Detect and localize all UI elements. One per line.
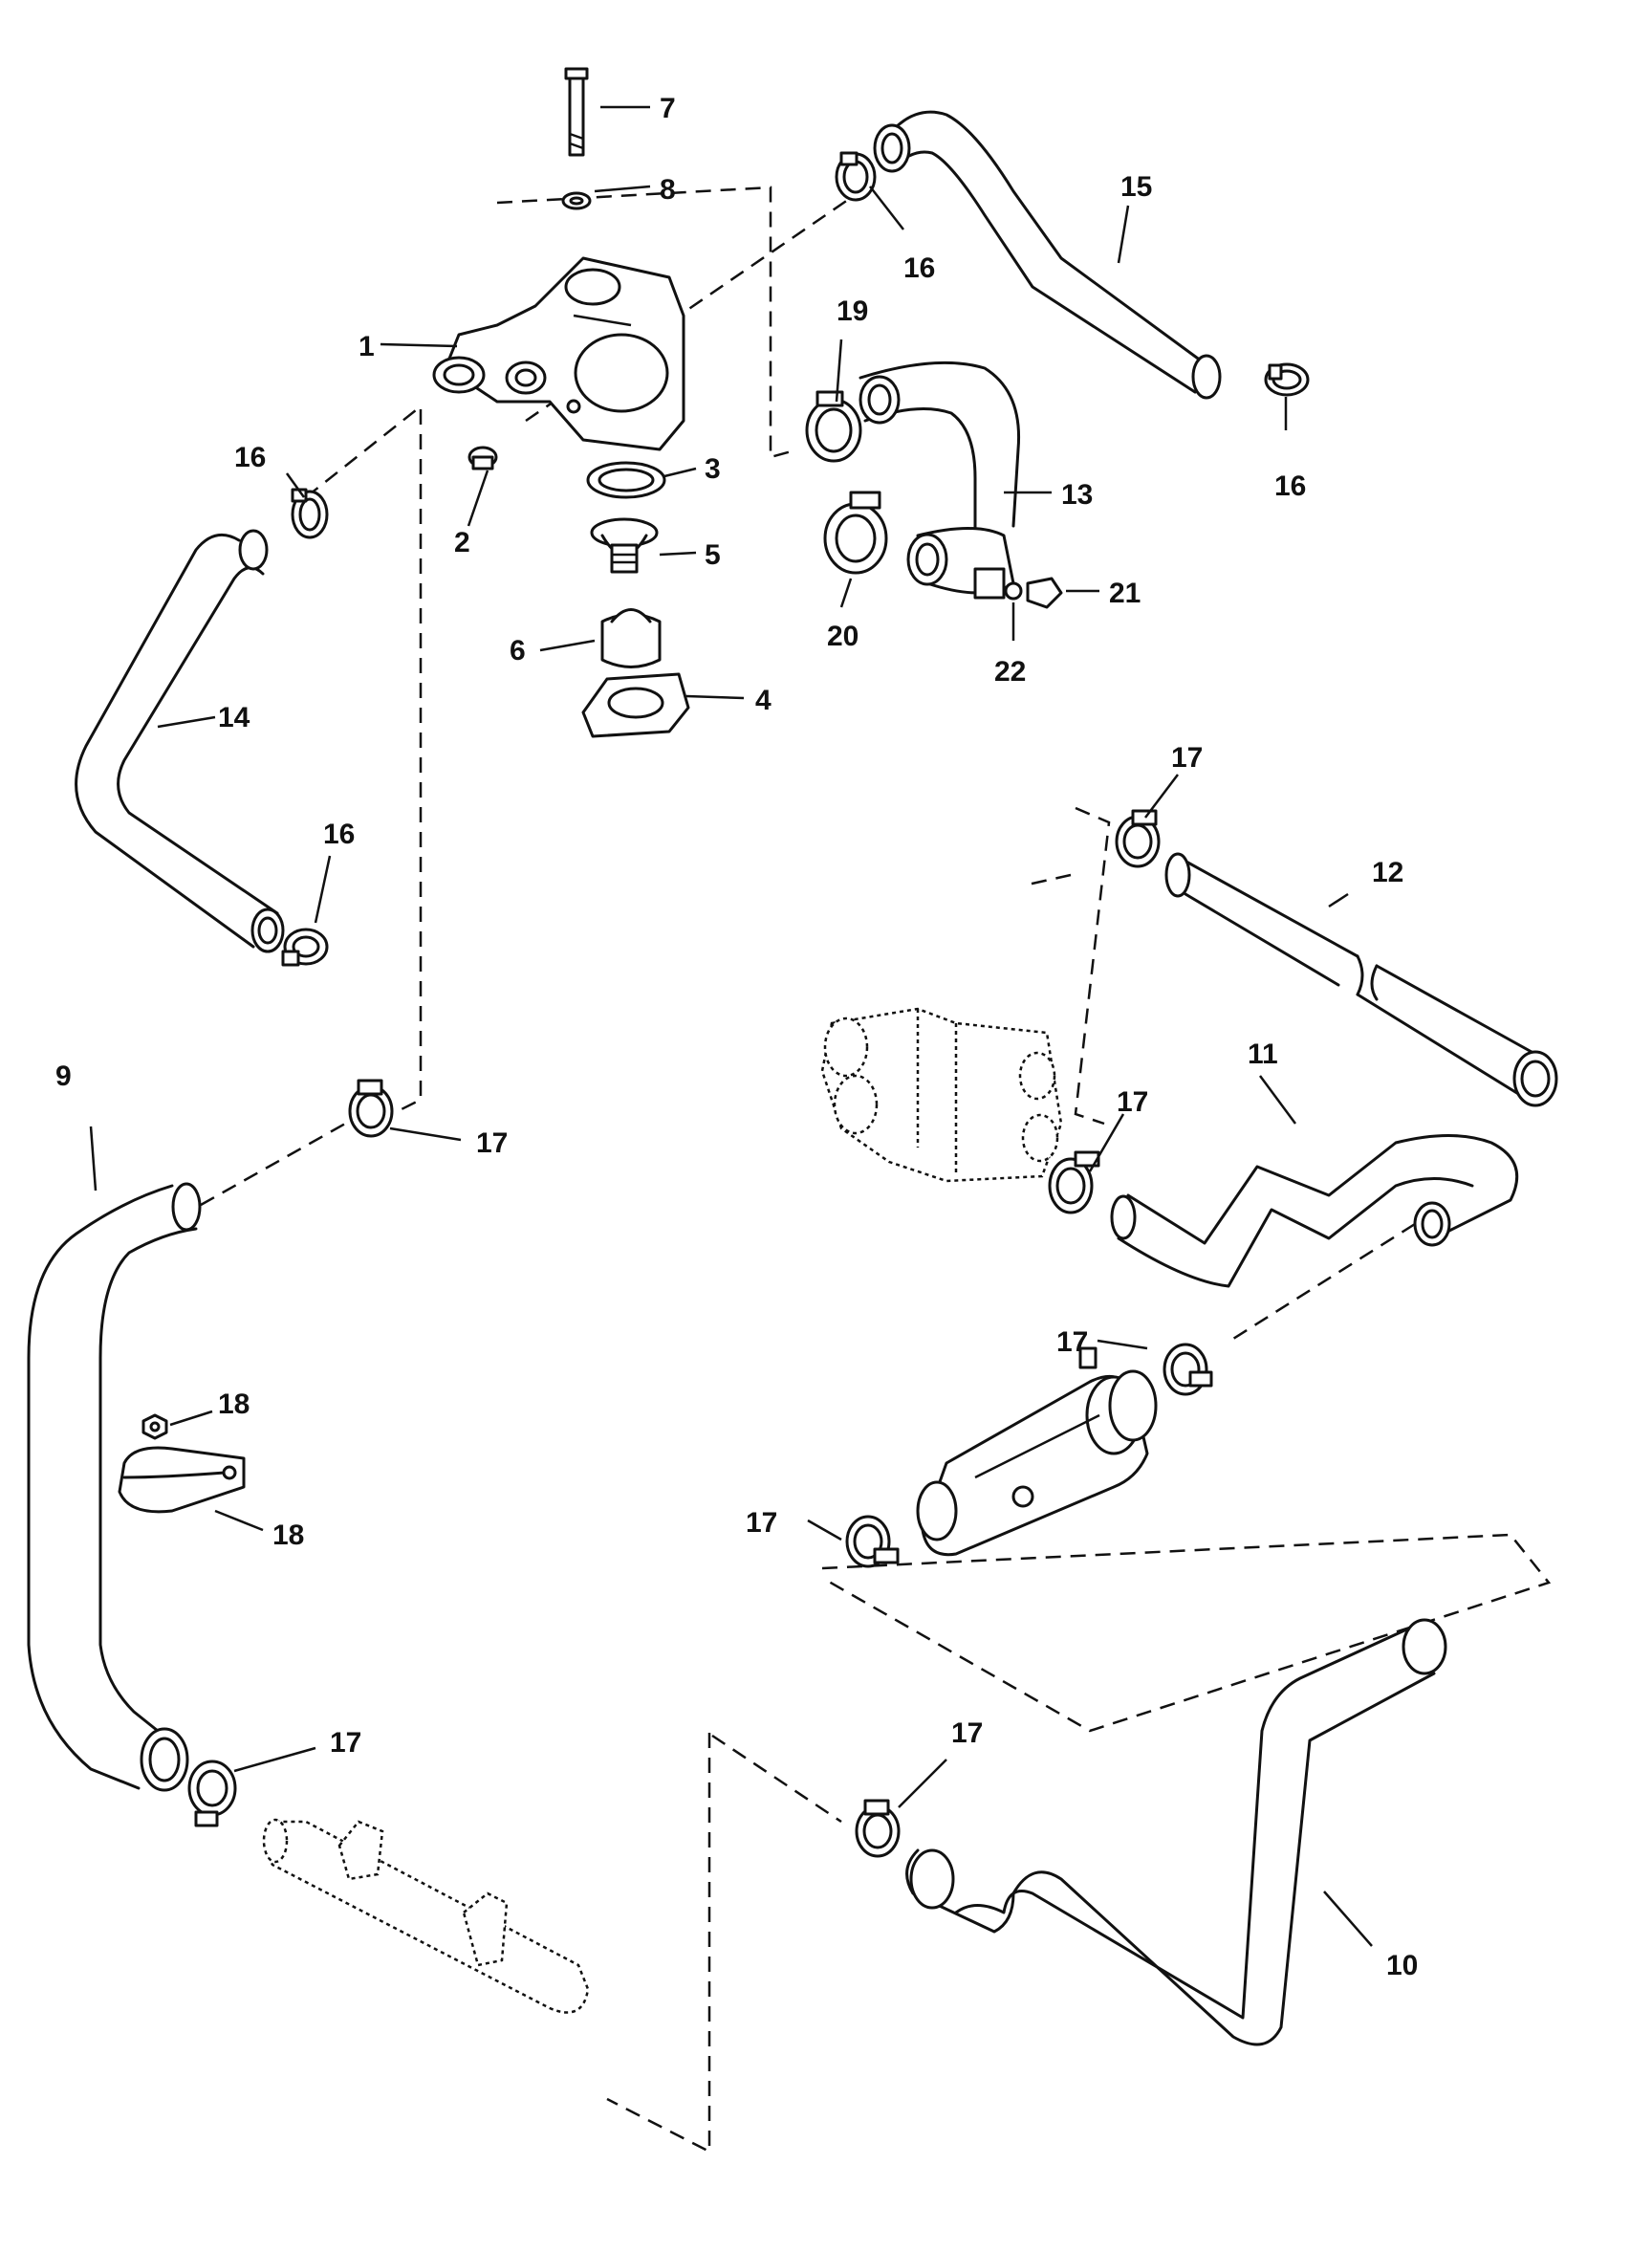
plug-2 xyxy=(467,446,498,470)
callout-17-top-right: 17 xyxy=(1171,742,1203,774)
strap-19 xyxy=(118,1446,246,1514)
callout-8: 8 xyxy=(660,174,676,206)
callout-16-top: 16 xyxy=(903,252,935,284)
thermostat-housing-1 xyxy=(432,256,685,451)
heat-exchanger-outline xyxy=(820,1007,1063,1183)
seal-ring-3 xyxy=(586,461,666,499)
clamp-16-left-lower xyxy=(281,928,329,967)
fitting-22 xyxy=(1004,581,1023,601)
clamp-18-bottom xyxy=(823,491,888,575)
clamp-17-top-right xyxy=(1115,809,1161,868)
manifold-outline xyxy=(262,1818,590,2014)
clamp-18-top xyxy=(805,390,862,463)
callout-18-bottom: 20 xyxy=(827,621,859,652)
callout-20: 18 xyxy=(218,1388,250,1420)
hose-9 xyxy=(27,1182,202,1792)
thermostat-5 xyxy=(590,517,659,574)
callout-13: 13 xyxy=(1061,479,1093,511)
sleeve-6 xyxy=(600,608,662,668)
cooler-assembly xyxy=(916,1346,1158,1557)
clamp-17-cooler-right xyxy=(1163,1343,1213,1396)
callout-19: 18 xyxy=(272,1520,304,1551)
clamp-17-left-bottom xyxy=(187,1760,237,1827)
callout-17-cooler-right: 17 xyxy=(1056,1326,1088,1358)
callout-15: 15 xyxy=(1120,171,1152,203)
callout-22: 22 xyxy=(994,656,1026,688)
callout-17-left-bottom: 17 xyxy=(330,1727,361,1759)
callout-10: 10 xyxy=(1386,1950,1418,1981)
clamp-17-bottom-right xyxy=(855,1799,901,1858)
elbow-hose-13 xyxy=(859,361,1021,600)
callout-4: 4 xyxy=(755,685,772,716)
callout-17-bottom-right: 17 xyxy=(951,1717,983,1749)
clamp-17-cooler-left xyxy=(845,1515,900,1568)
assembly-dashed-lines xyxy=(200,186,1552,2154)
callout-6: 6 xyxy=(510,635,526,667)
clamp-16-left-upper xyxy=(291,488,329,539)
callout-16-right: 16 xyxy=(1274,470,1306,502)
clamp-16-top xyxy=(835,151,877,202)
callout-18-top: 19 xyxy=(837,295,868,327)
callout-1: 1 xyxy=(359,331,375,362)
callout-17-left-top: 17 xyxy=(476,1127,508,1159)
callout-11: 11 xyxy=(1248,1039,1278,1070)
callout-14: 14 xyxy=(218,702,250,733)
hose-10 xyxy=(905,1618,1447,2046)
leader-lines xyxy=(89,105,1373,1947)
hose-12 xyxy=(1164,852,1558,1107)
callout-16-left-upper: 16 xyxy=(234,442,266,473)
callout-5: 5 xyxy=(705,539,721,571)
callout-16-left-lower: 16 xyxy=(323,819,355,850)
gasket-4 xyxy=(581,672,690,738)
callout-17-mid: 17 xyxy=(1117,1086,1148,1118)
hose-11 xyxy=(1110,1134,1519,1288)
clamp-16-right xyxy=(1264,362,1310,397)
callout-3: 3 xyxy=(705,453,721,485)
callout-numbers: 7 8 1 2 3 5 6 4 16 15 16 19 20 13 21 22 … xyxy=(55,93,1418,1981)
hose-14 xyxy=(75,529,285,953)
callout-7: 7 xyxy=(660,93,676,124)
clamp-17-mid xyxy=(1048,1150,1100,1214)
callout-21: 21 xyxy=(1109,578,1141,609)
hose-15 xyxy=(873,110,1222,400)
nut-20 xyxy=(141,1413,168,1440)
clamp-17-left-top xyxy=(348,1079,394,1138)
callout-9: 9 xyxy=(55,1060,72,1092)
washer-8 xyxy=(561,191,592,210)
bolt-7 xyxy=(564,67,589,157)
callout-12: 12 xyxy=(1372,857,1403,888)
callout-17-cooler-left: 17 xyxy=(746,1507,777,1539)
fitting-21 xyxy=(1026,577,1063,609)
callout-2: 2 xyxy=(454,527,470,558)
